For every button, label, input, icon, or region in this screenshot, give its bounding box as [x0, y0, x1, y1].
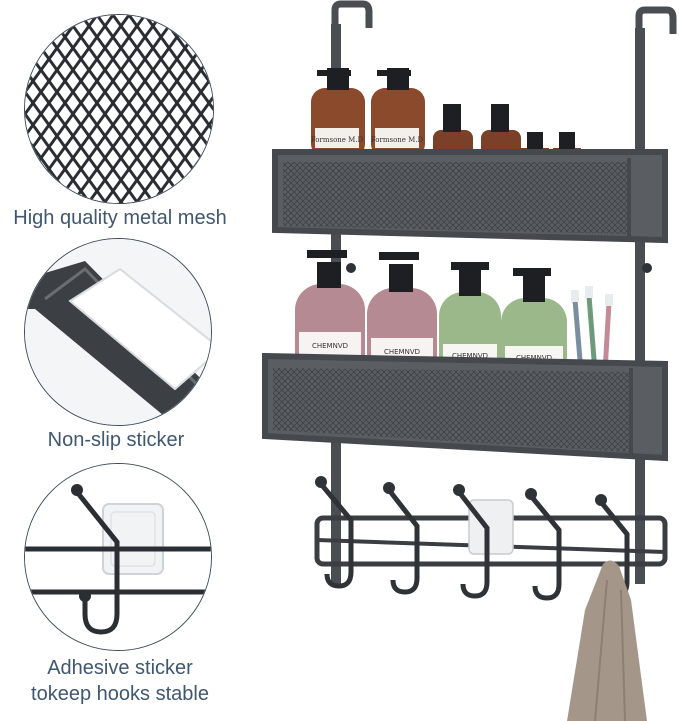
mesh-pattern-graphic — [25, 15, 213, 203]
towel — [567, 560, 647, 721]
svg-text:CHEMNVD: CHEMNVD — [452, 352, 488, 360]
shower-caddy-illustration: Formsone M.D Formsone M.D — [262, 0, 677, 721]
bottle-label: Formsone M.D — [371, 136, 424, 144]
top-basket — [272, 149, 668, 244]
adhesive-hook-graphic — [25, 464, 211, 650]
hook-detail-image — [24, 463, 212, 651]
feature-caption-adhesive: Adhesive sticker tokeep hooks stable — [31, 657, 209, 705]
bottle-label: Formsone M.D — [311, 136, 364, 144]
feature-column: High quality metal mesh Non-slip sticker — [0, 0, 260, 721]
svg-text:CHEMNVD: CHEMNVD — [384, 348, 420, 356]
top-shelf-bottles: Formsone M.D Formsone M.D — [311, 68, 581, 162]
sticker-detail-image — [24, 238, 212, 426]
svg-text:CHEMNVD: CHEMNVD — [516, 354, 552, 362]
lower-basket — [262, 352, 668, 462]
shower-caddy-product: Formsone M.D Formsone M.D — [255, 0, 679, 721]
svg-text:CHEMNVD: CHEMNVD — [312, 342, 348, 350]
feature-caption-sticker: Non-slip sticker — [47, 429, 185, 451]
feature-caption-mesh: High quality metal mesh — [13, 207, 227, 229]
sticker-graphic — [25, 239, 211, 425]
mesh-detail-image — [24, 14, 214, 204]
